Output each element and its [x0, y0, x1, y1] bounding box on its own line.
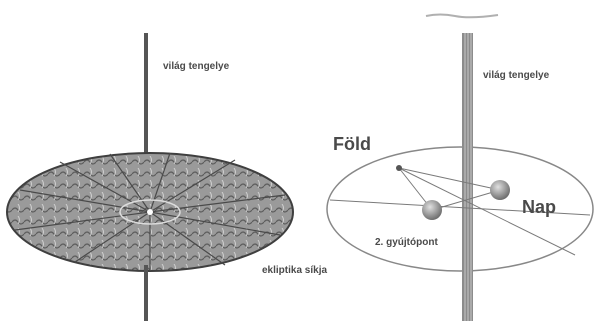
right-axis-label: világ tengelye [483, 70, 550, 81]
ecliptic-plane-label: ekliptika síkja [262, 265, 327, 276]
right-panel: világ tengelye Föld Nap 2. gyújtópont [327, 33, 593, 321]
second-focus-ball [422, 200, 442, 220]
top-scribble [426, 15, 498, 18]
left-axis-label: világ tengelye [163, 61, 230, 72]
left-panel: világ tengelye ekliptika síkja [7, 33, 327, 321]
earth-label: Föld [333, 134, 371, 154]
world-axis-left-lower [144, 265, 148, 321]
sun-label: Nap [522, 197, 556, 217]
second-focus-label: 2. gyújtópont [375, 237, 438, 248]
earth-dot [396, 165, 402, 171]
disc-center-point [147, 209, 153, 215]
sun-ball [490, 180, 510, 200]
